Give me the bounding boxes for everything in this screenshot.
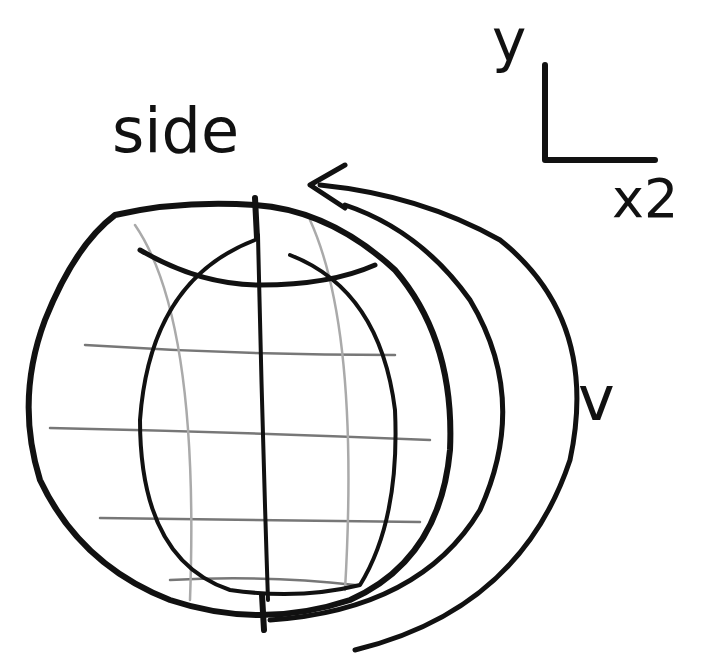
velocity-label: v — [578, 368, 615, 430]
rotation-arrow-inner — [270, 205, 503, 620]
axis-line — [258, 235, 268, 600]
view-label: side — [112, 100, 239, 162]
bottom-tick — [262, 595, 264, 630]
globe-outline — [29, 204, 451, 615]
axis-label: x2 — [612, 172, 678, 226]
latitude-lines — [50, 220, 430, 600]
rotation-arrow — [320, 185, 577, 650]
axes — [545, 65, 655, 160]
axis-label: y — [492, 12, 526, 70]
top-tick — [255, 198, 257, 238]
arrow-head — [310, 165, 345, 208]
